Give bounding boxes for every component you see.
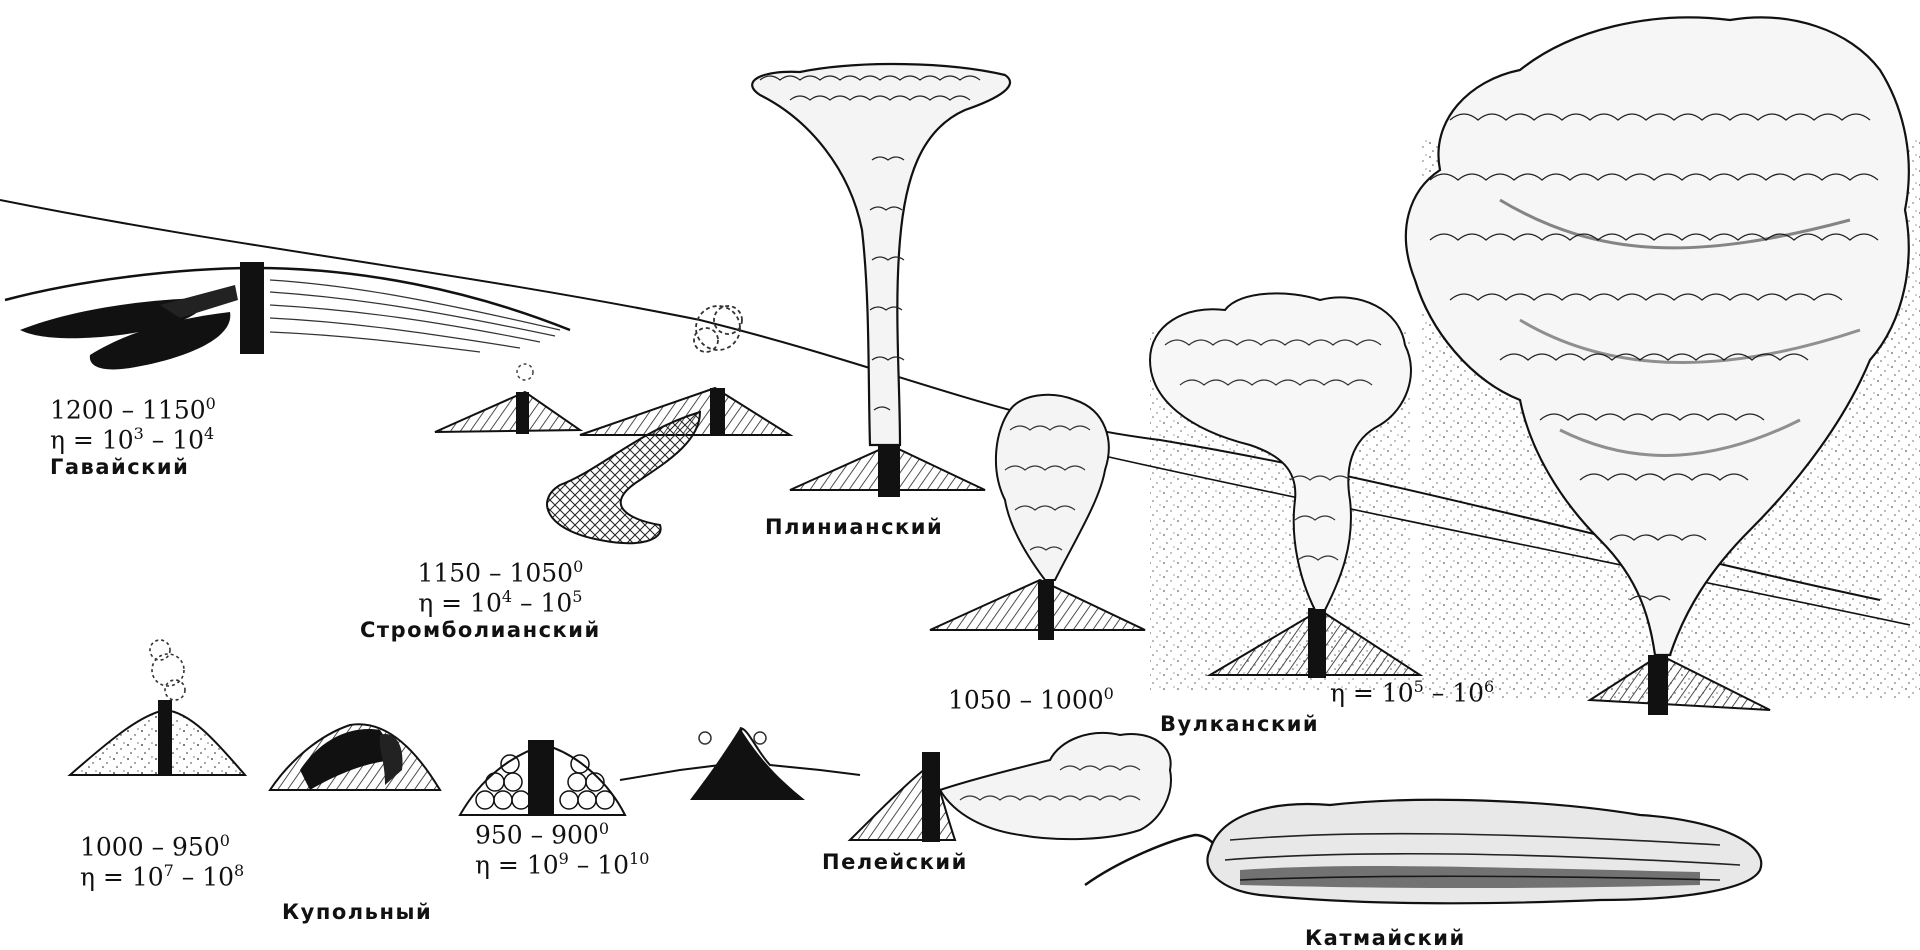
strombolian-visc-mid: – 10 (512, 588, 572, 617)
dome-viscosity: η = 10 (80, 862, 164, 891)
vulcanian-volcano (1150, 293, 1420, 690)
hawaiian-labels: 1200 – 11500 η = 103 – 104 Гавайский (50, 395, 216, 479)
strombolian-temp: 1150 – 1050 (417, 558, 573, 587)
hawaiian-visc-mid: – 10 (144, 425, 204, 454)
vulcanian-temp-sup: 0 (1104, 684, 1114, 703)
plinian-name: Плинианский (765, 515, 943, 539)
dome-visc-mid: – 10 (174, 862, 234, 891)
plinian-volcano (752, 64, 1010, 497)
dome-name: Купольный (282, 900, 432, 924)
vulcanian-viscosity-label: η = 105 – 106 (1330, 678, 1494, 708)
vulcanian-name: Вулканский (1160, 712, 1319, 736)
vulcanian-temp: 1050 – 1000 (948, 685, 1104, 714)
hawaiian-viscosity: η = 10 (50, 425, 134, 454)
extrusive-temp: 950 – 900 (475, 820, 599, 849)
katmai-name: Катмайский (1305, 926, 1466, 950)
vulcanian-viscosity: η = 10 (1330, 678, 1414, 707)
vulcanian-visc-exp-b: 6 (1484, 677, 1494, 696)
dome-volcano (270, 724, 440, 790)
spine-volcano (620, 728, 860, 800)
hawaiian-volcano (5, 262, 570, 369)
strombolian-temp-sup: 0 (573, 557, 583, 576)
vulcanian-visc-mid: – 10 (1424, 678, 1484, 707)
extrusive-visc-exp-a: 9 (559, 849, 569, 868)
vulcanian-temp-label: 1050 – 10000 (948, 685, 1114, 715)
hawaiian-visc-exp-a: 3 (134, 424, 144, 443)
hawaiian-temp-sup: 0 (206, 394, 216, 413)
vulcanian-small-volcano (930, 395, 1145, 640)
dome-labels: 1000 – 9500 η = 107 – 108 (80, 832, 244, 892)
strombolian-visc-exp-a: 4 (502, 587, 512, 606)
strombolian-labels: 1150 – 10500 η = 104 – 105 Стромболианск… (400, 558, 601, 642)
strombolian-viscosity: η = 10 (418, 588, 502, 617)
strombolian-name: Стромболианский (360, 618, 601, 642)
block-dome-volcano (460, 740, 625, 816)
extrusive-temp-sup: 0 (599, 819, 609, 838)
extrusive-labels: 950 – 9000 η = 109 – 1010 (475, 820, 649, 880)
dome-puff-volcano (70, 640, 245, 775)
strombolian-volcanoes (435, 306, 790, 543)
hawaiian-visc-exp-b: 4 (204, 424, 214, 443)
extrusive-visc-mid: – 10 (569, 850, 629, 879)
dome-temp-sup: 0 (220, 831, 230, 850)
hawaiian-name: Гавайский (50, 455, 216, 479)
katmai-volcano (1085, 800, 1761, 903)
dome-temp: 1000 – 950 (80, 832, 220, 861)
extrusive-viscosity: η = 10 (475, 850, 559, 879)
pelean-name: Пелейский (822, 850, 968, 874)
pelean-volcano (850, 733, 1171, 842)
extrusive-visc-exp-b: 10 (629, 849, 649, 868)
strombolian-visc-exp-b: 5 (572, 587, 582, 606)
dome-visc-exp-a: 7 (164, 861, 174, 880)
hawaiian-temp: 1200 – 1150 (50, 395, 206, 424)
large-eruption-cloud (1406, 17, 1920, 715)
dome-visc-exp-b: 8 (234, 861, 244, 880)
vulcanian-visc-exp-a: 5 (1414, 677, 1424, 696)
